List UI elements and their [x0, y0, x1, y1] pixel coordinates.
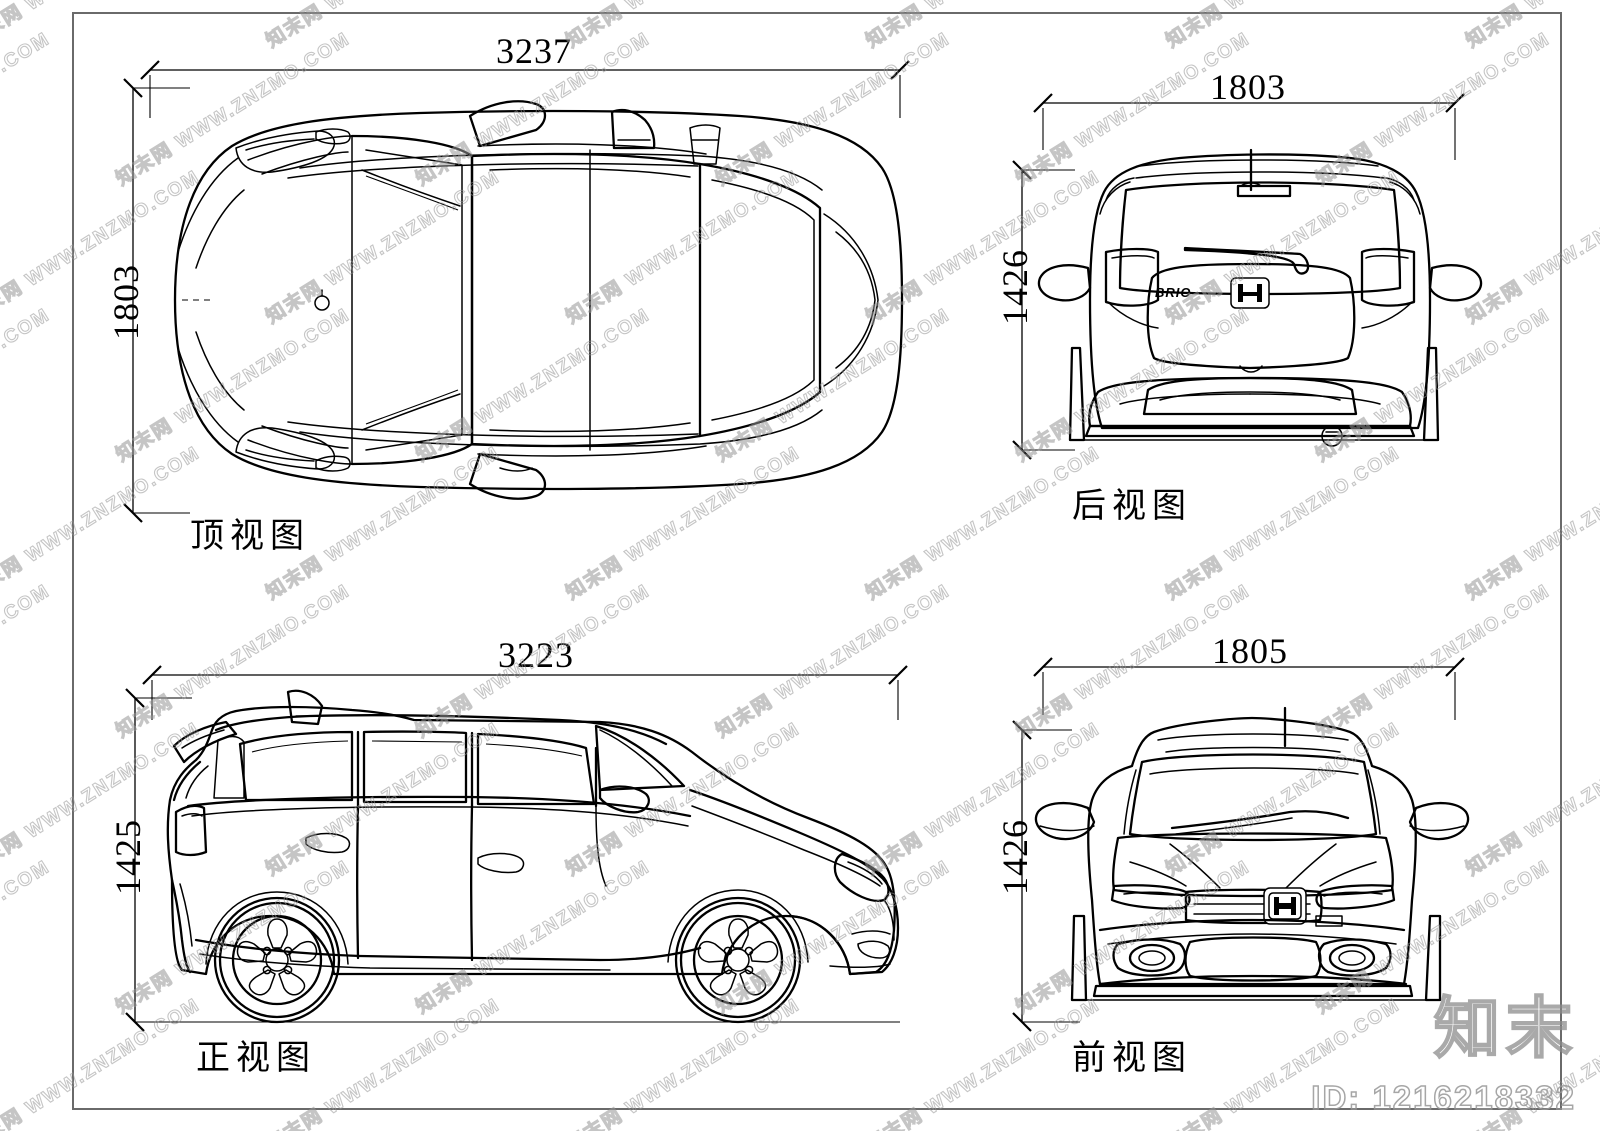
dim-front-height — [1011, 719, 1080, 1033]
car-top-outline — [173, 100, 904, 500]
dim-label-front-height: 1426 — [995, 819, 1035, 895]
brio-badge: BRIO — [1155, 285, 1192, 300]
car-rear-outline: BRIO — [1037, 148, 1483, 447]
view-label-front: 前视图 — [1072, 1038, 1192, 1078]
dim-label-side-length: 3223 — [498, 635, 574, 675]
dim-rear-width — [1032, 92, 1466, 160]
view-label-side: 正视图 — [196, 1038, 316, 1078]
car-side-outline — [166, 689, 900, 1024]
view-label-rear: 后视图 — [1072, 486, 1192, 526]
dim-label-side-height: 1425 — [108, 819, 148, 895]
dim-label-front-width: 1805 — [1212, 631, 1288, 671]
dim-label-top-length: 3237 — [496, 31, 572, 71]
car-front-outline — [1034, 706, 1470, 1002]
dim-side-length — [141, 664, 909, 720]
dim-label-rear-height: 1426 — [995, 249, 1035, 325]
dim-top-width — [122, 77, 190, 524]
dim-top-length — [139, 59, 911, 118]
drawing-id-label: ID: 1216218332 — [1311, 1078, 1576, 1117]
honda-logo-rear — [1230, 277, 1270, 309]
view-label-top: 顶视图 — [190, 516, 310, 556]
dim-rear-height — [1011, 159, 1075, 461]
dim-label-top-width: 1803 — [106, 264, 146, 340]
dim-front-width — [1032, 656, 1466, 720]
honda-logo-front — [1263, 887, 1307, 925]
znzmo-corner-logo: 知末 — [1433, 990, 1578, 1066]
dim-label-rear-width: 1803 — [1210, 67, 1286, 107]
